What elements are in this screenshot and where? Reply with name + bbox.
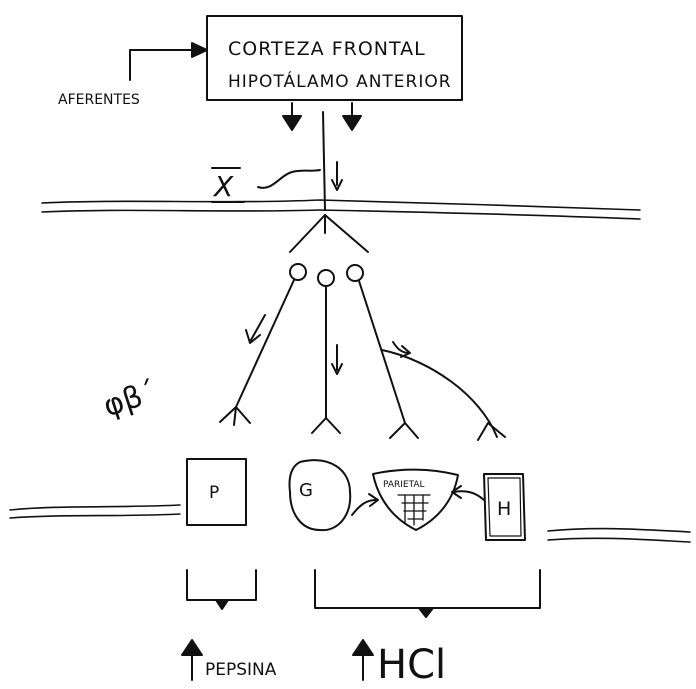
afferent-input: AFERENTES bbox=[58, 42, 208, 108]
fiber-arrow-right-head bbox=[400, 345, 411, 358]
psi-beta-label: φβ´ bbox=[99, 374, 161, 424]
box-line-2: HIPOTÁLAMO ANTERIOR bbox=[228, 70, 452, 92]
lower-membrane bbox=[9, 504, 691, 543]
upper-membrane bbox=[41, 199, 641, 220]
cell-h-inner bbox=[487, 477, 522, 537]
upper-membrane-line-1 bbox=[41, 199, 641, 211]
pepsin-bracket-pointer bbox=[215, 599, 229, 610]
lower-membrane-right-1 bbox=[547, 527, 691, 533]
lower-membrane-left-1 bbox=[9, 504, 181, 511]
box-line-1: CORTEZA FRONTAL bbox=[228, 38, 426, 60]
right-output-arrowhead bbox=[342, 115, 362, 131]
pepsina-label: PEPSINA bbox=[205, 660, 277, 680]
g-to-parietal-arrow bbox=[351, 499, 377, 516]
ganglion-right bbox=[346, 264, 364, 282]
cell-g-outline bbox=[288, 459, 352, 532]
lower-membrane-right-2 bbox=[547, 537, 691, 543]
ganglion-left bbox=[289, 263, 307, 281]
cell-interaction-arrows bbox=[351, 485, 485, 516]
vagus-pointer-line bbox=[257, 169, 321, 189]
parietal-canaliculi-vertical bbox=[404, 494, 424, 526]
h-to-parietal-arrowhead bbox=[451, 485, 462, 499]
cell-parietal-label: PARIETAL bbox=[383, 480, 425, 490]
cell-p-label: P bbox=[209, 483, 219, 503]
pepsina-up-arrowhead bbox=[181, 639, 203, 656]
afferentes-label: AFERENTES bbox=[58, 92, 140, 108]
fiber-arrow-left bbox=[250, 314, 266, 341]
g-to-parietal-arrowhead bbox=[368, 493, 379, 507]
cell-p: P bbox=[186, 458, 247, 526]
fiber-arrow-middle-head bbox=[331, 363, 343, 375]
vagus-small-arrowhead bbox=[331, 179, 343, 191]
cell-h-label: H bbox=[497, 498, 511, 520]
branch-left bbox=[289, 214, 326, 253]
ganglion-cells bbox=[289, 263, 364, 287]
terminal-p bbox=[219, 406, 251, 426]
left-output-arrowhead bbox=[282, 115, 302, 131]
vagus-label: X bbox=[212, 170, 234, 203]
cell-h: H bbox=[483, 473, 526, 541]
vagus-trunk bbox=[322, 111, 326, 211]
cell-parietal-outline bbox=[372, 468, 459, 531]
lower-membrane-left-2 bbox=[9, 513, 181, 519]
fiber-arrow-left-head bbox=[245, 329, 261, 344]
postganglionic-fibers bbox=[219, 279, 506, 441]
afferent-arrowhead bbox=[191, 42, 208, 58]
afferent-line bbox=[129, 49, 206, 81]
pepsin-bracket bbox=[186, 569, 257, 601]
hcl-bracket bbox=[314, 569, 541, 609]
fiber-arrow-right bbox=[392, 341, 409, 354]
cortex-hypothalamus-box: CORTEZA FRONTAL HIPOTÁLAMO ANTERIOR bbox=[206, 15, 463, 101]
cell-parietal: PARIETAL bbox=[372, 468, 459, 531]
hcl-bracket-pointer bbox=[418, 607, 434, 618]
gastric-cells: P G PARIETAL H bbox=[186, 458, 526, 541]
secretion-brackets bbox=[186, 569, 541, 618]
vagus-branching bbox=[289, 214, 369, 253]
box-output-arrows bbox=[282, 102, 362, 131]
fiber-to-parietal bbox=[358, 280, 406, 424]
fiber-to-p bbox=[235, 279, 295, 408]
cell-g-label: G bbox=[299, 480, 313, 501]
cell-g: G bbox=[288, 459, 352, 532]
terminal-parietal bbox=[389, 422, 419, 439]
cell-h-outline bbox=[483, 473, 526, 541]
cell-p-box bbox=[186, 458, 247, 526]
hcl-label: HCl bbox=[377, 642, 446, 684]
hcl-up-arrowhead bbox=[352, 639, 374, 656]
fiber-to-h bbox=[381, 349, 498, 438]
outputs: PEPSINA HCl bbox=[181, 639, 446, 688]
fiber-arrows bbox=[245, 314, 411, 375]
h-to-parietal-arrow bbox=[453, 490, 485, 501]
ganglion-middle bbox=[317, 269, 335, 287]
upper-membrane-line-2 bbox=[41, 209, 641, 220]
terminal-h bbox=[477, 422, 506, 441]
terminal-g bbox=[311, 417, 341, 434]
box-outline bbox=[206, 15, 463, 101]
vagus-nerve: X bbox=[211, 111, 343, 211]
branch-right bbox=[324, 214, 369, 253]
